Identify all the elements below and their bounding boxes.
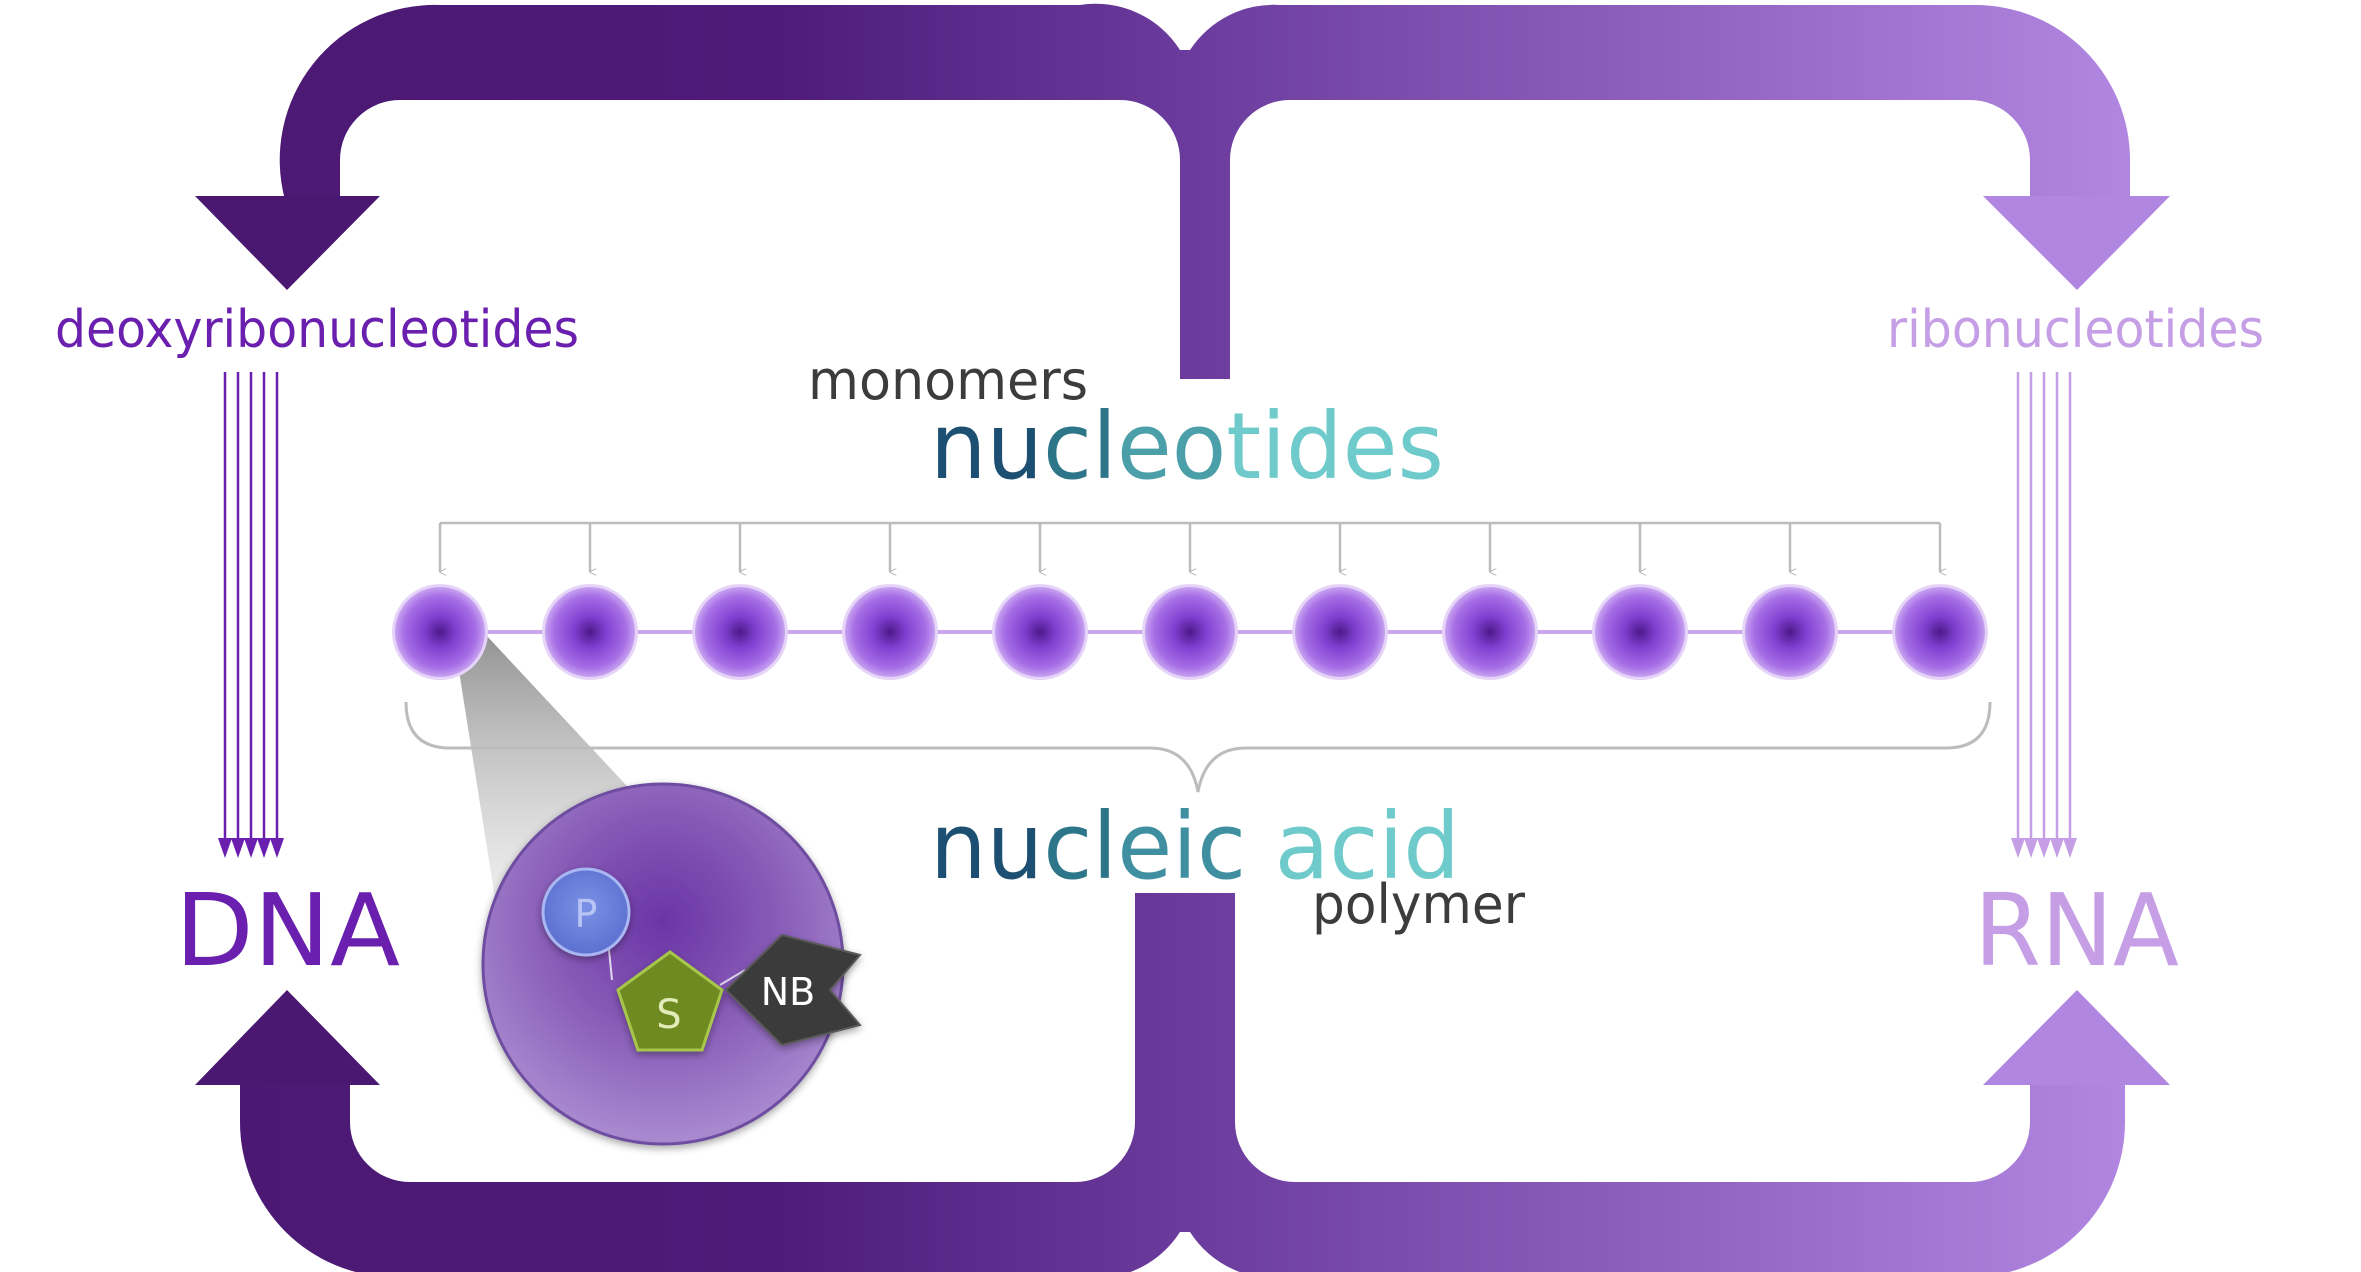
ribonucleotide-arrows xyxy=(2011,372,2077,858)
nucleotide-detail: P S NB xyxy=(481,782,862,1146)
monomer-arrow-head xyxy=(2024,838,2038,858)
nucleotide-bead xyxy=(1895,587,1985,677)
top-cycle-band xyxy=(279,3,2130,380)
ribonucleotides-label: ribonucleotides xyxy=(1887,300,2264,360)
sugar-label: S xyxy=(656,992,681,1038)
monomer-arrow-head xyxy=(2050,838,2064,858)
nucleotide-bead xyxy=(1745,587,1835,677)
title-part: eo xyxy=(1117,393,1226,500)
base-shape xyxy=(724,933,862,1047)
monomer-distribution-arrows xyxy=(438,521,1940,572)
monomer-arrow-head xyxy=(218,838,232,858)
title-part: eic xyxy=(1117,793,1274,900)
title-part: nu xyxy=(930,393,1043,500)
nucleotide-bead xyxy=(395,587,485,677)
phosphate-circle xyxy=(541,867,631,957)
polymer-label: polymer xyxy=(1312,873,1526,936)
nucleotide-bead xyxy=(1445,587,1535,677)
title-part: acid xyxy=(1275,793,1460,900)
deoxyribonucleotides-label: deoxyribonucleotides xyxy=(55,300,579,360)
sugar-pentagon xyxy=(616,950,724,1052)
magnifier-spotlight xyxy=(456,620,640,930)
nucleotide-chain xyxy=(392,584,1988,680)
base-label: NB xyxy=(761,970,816,1014)
title-part: nu xyxy=(930,793,1043,900)
phosphate-label: P xyxy=(575,892,598,936)
arrow-to-deoxyribonucleotides xyxy=(195,196,380,290)
nucleotide-bead xyxy=(995,587,1085,677)
nucleotide-bead xyxy=(1295,587,1385,677)
nucleotides-title: nucleotides xyxy=(930,393,1444,500)
nucleotide-bead xyxy=(1145,587,1235,677)
monomers-label: monomers xyxy=(808,349,1088,412)
monomer-arrow-head xyxy=(257,838,271,858)
dna-label: DNA xyxy=(175,872,400,989)
rna-label: RNA xyxy=(1974,872,2179,989)
nucleotide-bead xyxy=(695,587,785,677)
monomer-arrow-head xyxy=(231,838,245,858)
polymer-brace xyxy=(404,701,1992,793)
nucleotide-bead xyxy=(845,587,935,677)
title-part: tides xyxy=(1226,393,1444,500)
monomer-arrow-head xyxy=(244,838,258,858)
nucleic-acid-title: nucleic acid xyxy=(930,793,1460,900)
monomer-arrow-head xyxy=(2037,838,2051,858)
monomer-arrow-head xyxy=(270,838,284,858)
monomer-arrow-head xyxy=(2063,838,2077,858)
monomer-arrow-head xyxy=(2011,838,2025,858)
bottom-cycle-band xyxy=(240,893,2125,1272)
arrow-to-ribonucleotides xyxy=(1983,196,2170,290)
arrow-to-dna xyxy=(195,990,380,1085)
deoxyribonucleotide-arrows xyxy=(218,372,284,858)
nucleotide-bead xyxy=(545,587,635,677)
nucleotide-bead xyxy=(1595,587,1685,677)
title-part: cl xyxy=(1043,793,1117,900)
arrow-to-rna xyxy=(1983,990,2170,1085)
title-part: cl xyxy=(1043,393,1117,500)
sugar-base-bond xyxy=(719,969,746,986)
